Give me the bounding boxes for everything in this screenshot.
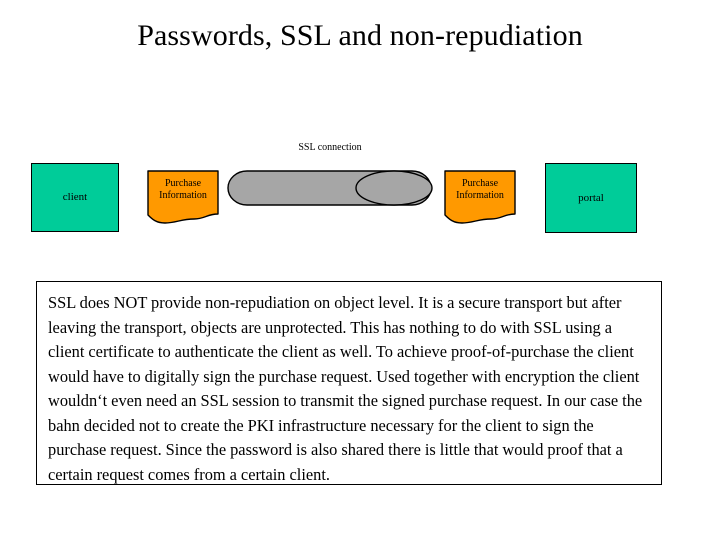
portal-node: portal xyxy=(545,163,637,233)
ssl-tunnel-cylinder xyxy=(226,169,434,209)
client-node: client xyxy=(31,163,119,232)
document-shape-icon xyxy=(444,170,516,224)
purchase-information-document-left: Purchase Information xyxy=(147,170,219,224)
page-title: Passwords, SSL and non-repudiation xyxy=(137,19,583,52)
explanation-text-box: SSL does NOT provide non-repudiation on … xyxy=(36,281,662,485)
document-shape-icon xyxy=(147,170,219,224)
portal-node-label: portal xyxy=(578,191,604,204)
explanation-paragraph: SSL does NOT provide non-repudiation on … xyxy=(48,293,643,484)
cylinder-shape-icon xyxy=(227,170,433,206)
client-node-label: client xyxy=(62,191,88,203)
ssl-connection-label: SSL connection xyxy=(298,142,362,153)
purchase-information-document-right: Purchase Information xyxy=(444,170,516,224)
